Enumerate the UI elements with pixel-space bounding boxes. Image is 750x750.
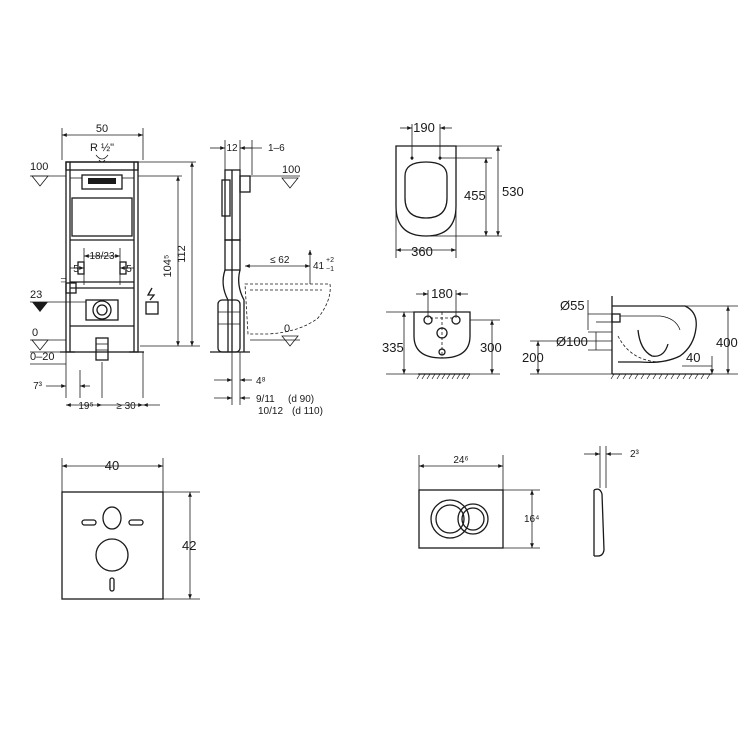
width-180-label: 180 bbox=[431, 286, 453, 301]
plate-width-label: 40 bbox=[105, 458, 119, 473]
level-23-label: 23 bbox=[30, 289, 42, 301]
bowl-top-view: 190 455 530 360 bbox=[395, 120, 524, 259]
range-0-20-label: 0–20 bbox=[30, 351, 54, 363]
offset-left-label: 5 bbox=[73, 264, 79, 275]
frame-side-view: 12 1–6 100 ≤ 62 41 +2 −1 0 bbox=[210, 140, 334, 417]
dim-41-label: 41 bbox=[313, 261, 325, 272]
dim-40-label: 40 bbox=[686, 350, 700, 365]
dim-d110-label: (d 110) bbox=[292, 406, 323, 417]
height-200-label: 200 bbox=[522, 350, 544, 365]
pipe-range-label: 18/23 bbox=[89, 251, 114, 262]
level-100-label: 100 bbox=[30, 161, 48, 173]
dim-4-label: 4⁸ bbox=[256, 376, 266, 387]
len-530-label: 530 bbox=[502, 184, 524, 199]
bowl-side-view: Ø55 Ø100 200 400 40 bbox=[522, 296, 738, 380]
dim-12-label: 12 bbox=[226, 143, 238, 154]
flush-depth-label: 2³ bbox=[630, 449, 640, 460]
bowl-front-view: 180 335 300 bbox=[382, 286, 502, 380]
dim-41-sup: +2 bbox=[326, 257, 334, 264]
dia-55-label: Ø55 bbox=[560, 298, 585, 313]
frame-width-label: 50 bbox=[96, 123, 108, 135]
len-455-label: 455 bbox=[464, 188, 486, 203]
sound-plate-view: 40 42 bbox=[61, 458, 200, 600]
dim-d90-label: (d 90) bbox=[288, 394, 314, 405]
side-level-0-label: 0 bbox=[284, 323, 290, 335]
flush-plate-view: 24⁶ 16⁴ 2³ bbox=[418, 446, 640, 557]
dim-62-label: ≤ 62 bbox=[270, 255, 290, 266]
height-104-label: 104⁵ bbox=[162, 255, 174, 278]
flush-width-label: 24⁶ bbox=[453, 455, 468, 466]
height-112-label: 112 bbox=[176, 245, 188, 263]
dia-100-label: Ø100 bbox=[556, 334, 588, 349]
dim-41-sub: −1 bbox=[326, 266, 334, 273]
width-190-label: 190 bbox=[413, 120, 435, 135]
connection-label: R ½" bbox=[90, 142, 114, 154]
height-335-label: 335 bbox=[382, 340, 404, 355]
flush-height-label: 16⁴ bbox=[524, 514, 539, 525]
svg-text:⊃: ⊃ bbox=[60, 275, 68, 285]
level-0-label: 0 bbox=[32, 327, 38, 339]
dim-19-label: 19⁵ bbox=[78, 401, 93, 412]
plate-height-label: 42 bbox=[182, 538, 196, 553]
height-400-label: 400 bbox=[716, 335, 738, 350]
frame-front-view: 50 R ½" 18/23 5 5 bbox=[30, 123, 200, 412]
height-300-label: 300 bbox=[480, 340, 502, 355]
dim-7-label: 7³ bbox=[33, 381, 43, 392]
width-360-label: 360 bbox=[411, 244, 433, 259]
dim-30-label: ≥ 30 bbox=[116, 401, 136, 412]
side-level-100-label: 100 bbox=[282, 164, 300, 176]
dim-9-11-label: 9/11 bbox=[256, 394, 275, 405]
offset-right-label: 5 bbox=[126, 264, 132, 275]
dim-10-12-label: 10/12 bbox=[258, 406, 283, 417]
dim-1-6-label: 1–6 bbox=[268, 143, 285, 154]
